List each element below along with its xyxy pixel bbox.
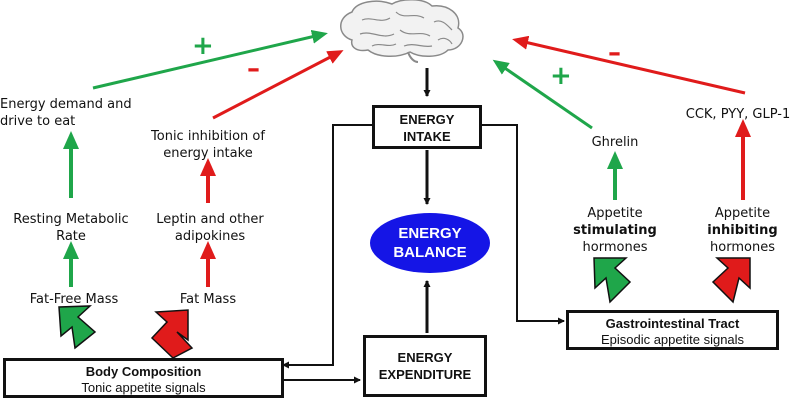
fat-mass-label: Fat Mass <box>179 292 237 307</box>
arrow-intake-to-gi-tract <box>482 124 565 325</box>
arrow-ghrelin-to-brain <box>492 59 593 130</box>
gastrointestinal-tract-box: Gastrointestinal Tract Episodic appetite… <box>566 310 779 350</box>
arrow-cck-to-brain <box>512 35 746 95</box>
gastrointestinal-tract-subtitle: Episodic appetite signals <box>600 332 745 347</box>
energy-balance-node: ENERGY BALANCE <box>370 213 490 273</box>
energy-expenditure-line1: ENERGY <box>397 350 453 365</box>
leptin-line1: Leptin and other <box>156 212 264 227</box>
energy-expenditure-line2: EXPENDITURE <box>378 367 472 382</box>
body-composition-box: Body Composition Tonic appetite signals <box>3 358 284 398</box>
arrow-tonic-inhibition-to-brain <box>212 50 344 120</box>
energy-demand-line1: Energy demand and <box>0 97 132 112</box>
appetite-inhibiting-line3: hormones <box>710 240 775 255</box>
appetite-stimulating-line2: stimulating <box>573 223 657 238</box>
appetite-stimulating-line3: hormones <box>582 240 648 255</box>
plus-sign-energy-demand: + <box>192 31 214 61</box>
block-arrow-gi-to-inhibiting <box>711 257 751 304</box>
minus-sign-tonic-inhibition: – <box>247 54 260 84</box>
body-composition-subtitle: Tonic appetite signals <box>81 380 206 395</box>
block-arrow-gi-to-stimulating <box>593 257 632 304</box>
appetite-stimulating-line1: Appetite <box>587 206 643 221</box>
tonic-inhibition-label: Tonic inhibition of energy intake <box>133 128 283 162</box>
resting-metabolic-rate-label: Resting Metabolic Rate <box>0 211 142 245</box>
appetite-inhibiting-line2: inhibiting <box>707 223 778 238</box>
appetite-stimulating-label: Appetite stimulating hormones <box>570 205 660 256</box>
energy-balance-line1: ENERGY <box>398 225 462 242</box>
brain-icon <box>340 0 464 63</box>
rmr-line1: Resting Metabolic <box>13 212 129 227</box>
arrow-energy-demand-to-brain <box>92 29 328 90</box>
energy-intake-line2: INTAKE <box>403 129 451 144</box>
energy-intake-line1: ENERGY <box>399 112 455 127</box>
tonic-inhibition-line1: Tonic inhibition of <box>151 129 265 144</box>
leptin-label: Leptin and other adipokines <box>140 211 280 245</box>
appetite-inhibiting-label: Appetite inhibiting hormones <box>695 205 790 256</box>
appetite-inhibiting-line1: Appetite <box>714 206 771 221</box>
energy-demand-label: Energy demand and drive to eat <box>0 96 150 130</box>
energy-expenditure-box: ENERGY EXPENDITURE <box>363 335 487 397</box>
arrow-intake-to-body-composition <box>282 124 372 369</box>
tonic-inhibition-line2: energy intake <box>163 146 253 161</box>
body-composition-title: Body Composition <box>85 364 202 379</box>
cck-pyy-glp1-label: CCK, PYY, GLP-1 <box>685 107 791 122</box>
block-arrow-body-to-ffm <box>58 305 97 350</box>
plus-sign-ghrelin: + <box>550 61 572 91</box>
leptin-line2: adipokines <box>174 229 246 244</box>
energy-demand-line2: drive to eat <box>0 114 76 129</box>
minus-sign-cck: – <box>608 38 621 68</box>
rmr-line2: Rate <box>56 229 86 244</box>
fat-free-mass-label: Fat-Free Mass <box>29 292 119 307</box>
gastrointestinal-tract-title: Gastrointestinal Tract <box>605 316 740 331</box>
ghrelin-label: Ghrelin <box>591 135 639 150</box>
block-arrow-body-to-fat-mass <box>150 309 194 359</box>
energy-intake-box: ENERGY INTAKE <box>372 105 482 149</box>
energy-balance-line2: BALANCE <box>393 244 467 261</box>
